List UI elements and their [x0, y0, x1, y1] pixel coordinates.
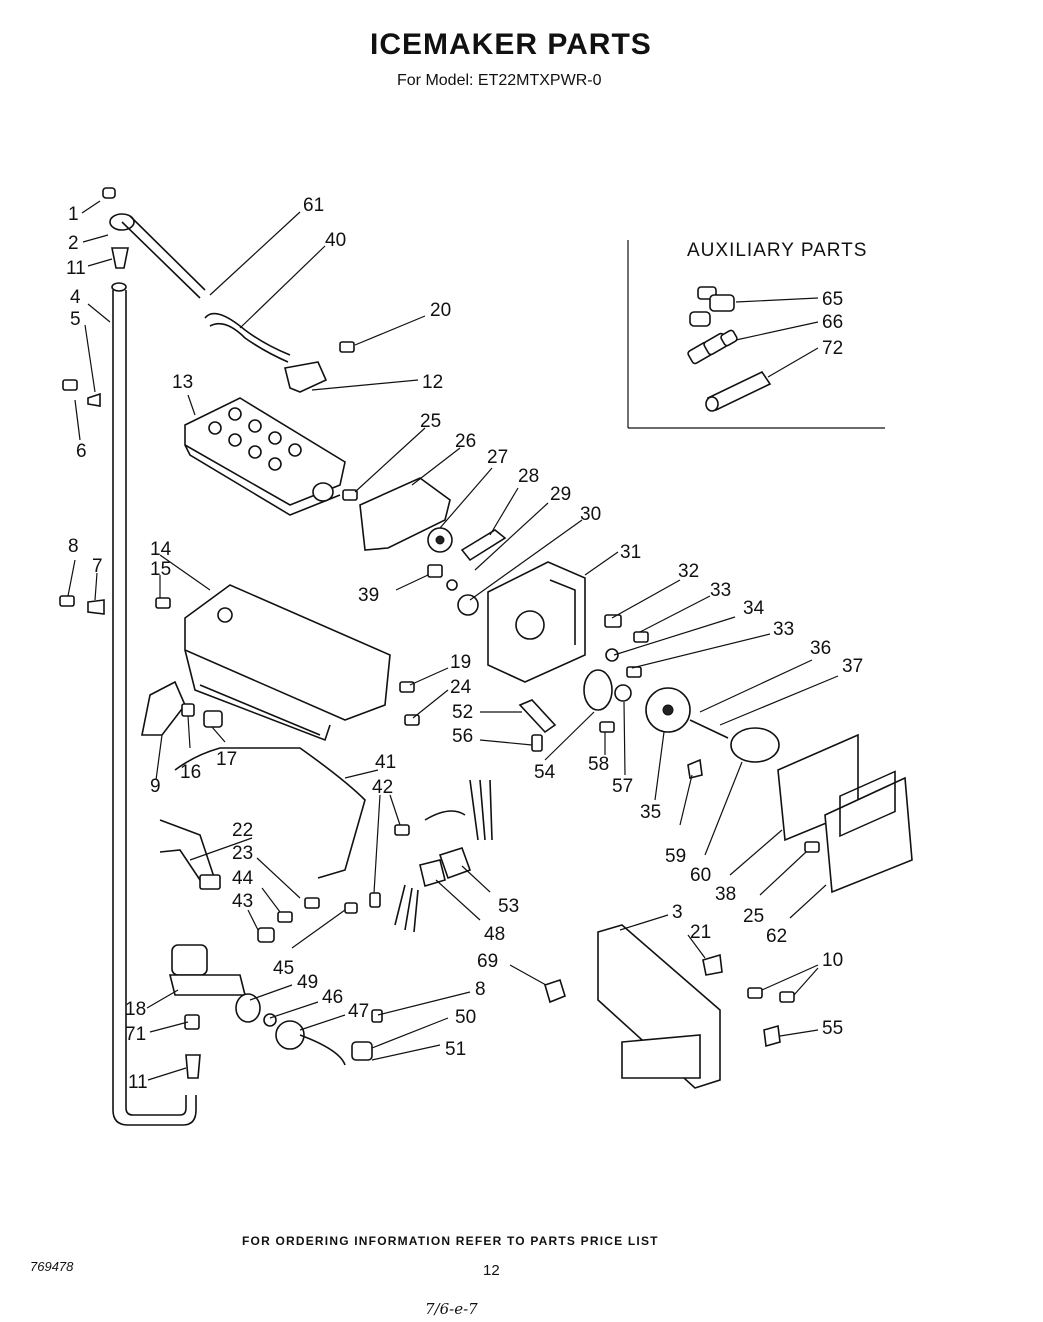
callout-label: 21 — [690, 922, 711, 943]
callout-label: 45 — [273, 958, 294, 979]
callout-label: 29 — [550, 484, 571, 505]
callout-label: 27 — [487, 447, 508, 468]
page-title: ICEMAKER PARTS — [370, 28, 652, 61]
callout-label: 22 — [232, 820, 253, 841]
leader-lines — [67, 200, 839, 1081]
callout-label: 55 — [822, 1018, 843, 1039]
aux-valve-65 — [689, 286, 735, 327]
callout-label: 60 — [690, 865, 711, 886]
callout-label: 16 — [180, 762, 201, 783]
callout-label: 4 — [70, 287, 81, 308]
front-cover-62 — [824, 776, 913, 894]
callout-label: 9 — [150, 776, 161, 797]
callout-label: 5 — [70, 309, 81, 330]
callout-label: 14 — [150, 539, 172, 560]
callout-label: 52 — [452, 702, 473, 723]
model-subtitle: For Model: ET22MTXPWR-0 — [397, 72, 602, 89]
callout-label: 6 — [76, 441, 87, 462]
callout-label: 59 — [665, 846, 686, 867]
callout-label: 40 — [325, 230, 346, 251]
callout-label: 7 — [92, 556, 103, 577]
callout-label: 62 — [766, 926, 787, 947]
callout-label: 23 — [232, 843, 253, 864]
document-number: 769478 — [30, 1259, 74, 1274]
callout-label: 41 — [375, 752, 396, 773]
callout-label: 20 — [430, 300, 451, 321]
callout-label: 56 — [452, 726, 473, 747]
callout-label: 39 — [358, 585, 379, 606]
aux-tube-72 — [705, 370, 772, 412]
callout-label: 38 — [715, 884, 736, 905]
callout-label: 11 — [66, 258, 86, 279]
screw-1 — [102, 187, 116, 199]
callout-label: 13 — [172, 372, 193, 393]
callout-labels: 1 2 11 4 5 6 8 7 61 40 20 12 13 25 26 27… — [66, 195, 863, 1093]
callout-label: 50 — [455, 1007, 476, 1028]
fill-tube — [111, 282, 197, 1126]
callout-label: 36 — [810, 638, 831, 659]
callout-label: 42 — [372, 777, 393, 798]
page-number: 12 — [483, 1262, 500, 1279]
callout-label: 49 — [297, 972, 318, 993]
callout-label: 69 — [477, 951, 498, 972]
callout-label: 44 — [232, 868, 254, 889]
callout-label: 8 — [68, 536, 79, 557]
callout-label: 65 — [822, 289, 843, 310]
grommet-11 — [111, 247, 129, 269]
callout-label: 11 — [128, 1072, 148, 1093]
callout-label: 10 — [822, 950, 843, 971]
callout-label: 46 — [322, 987, 343, 1008]
callout-label: 71 — [125, 1024, 146, 1045]
auxiliary-parts-title: AUXILIARY PARTS — [687, 240, 868, 261]
callout-label: 12 — [422, 372, 443, 393]
aux-fitting-66 — [687, 329, 738, 365]
callout-label: 31 — [620, 542, 641, 563]
callout-label: 26 — [455, 431, 476, 452]
callout-label: 37 — [842, 656, 863, 677]
callout-label: 33 — [773, 619, 794, 640]
callout-label: 32 — [678, 561, 699, 582]
callout-label: 30 — [580, 504, 601, 525]
callout-label: 17 — [216, 749, 237, 770]
control-housing-31 — [487, 561, 586, 683]
housing-14 — [155, 584, 391, 742]
callout-label: 34 — [743, 598, 765, 619]
callout-label: 58 — [588, 754, 609, 775]
callout-label: 24 — [450, 677, 472, 698]
callout-label: 33 — [710, 580, 731, 601]
callout-label: 28 — [518, 466, 539, 487]
callout-label: 2 — [68, 233, 79, 254]
callout-label: 25 — [743, 906, 764, 927]
callout-label: 1 — [68, 204, 79, 225]
handwritten-note: 7/6-e-7 — [425, 1300, 478, 1318]
callout-label: 3 — [672, 902, 683, 923]
callout-label: 47 — [348, 1001, 369, 1022]
callout-label: 53 — [498, 896, 519, 917]
callout-label: 8 — [475, 979, 486, 1000]
callout-label: 19 — [450, 652, 471, 673]
callout-label: 72 — [822, 338, 843, 359]
callout-label: 66 — [822, 312, 843, 333]
callout-label: 35 — [640, 802, 661, 823]
callout-label: 25 — [420, 411, 441, 432]
callout-label: 51 — [445, 1039, 466, 1060]
callout-label: 54 — [534, 762, 556, 783]
callout-label: 15 — [150, 559, 171, 580]
callout-label: 43 — [232, 891, 253, 912]
callout-label: 61 — [303, 195, 324, 216]
bracket-3 — [597, 924, 721, 1089]
callout-label: 48 — [484, 924, 505, 945]
callout-label: 57 — [612, 776, 633, 797]
callout-label: 18 — [125, 999, 146, 1020]
ice-mold-13 — [184, 397, 346, 516]
water-valve-18 — [168, 944, 247, 1079]
auxiliary-parts-box — [627, 240, 885, 429]
ordering-note: FOR ORDERING INFORMATION REFER TO PARTS … — [242, 1234, 659, 1248]
